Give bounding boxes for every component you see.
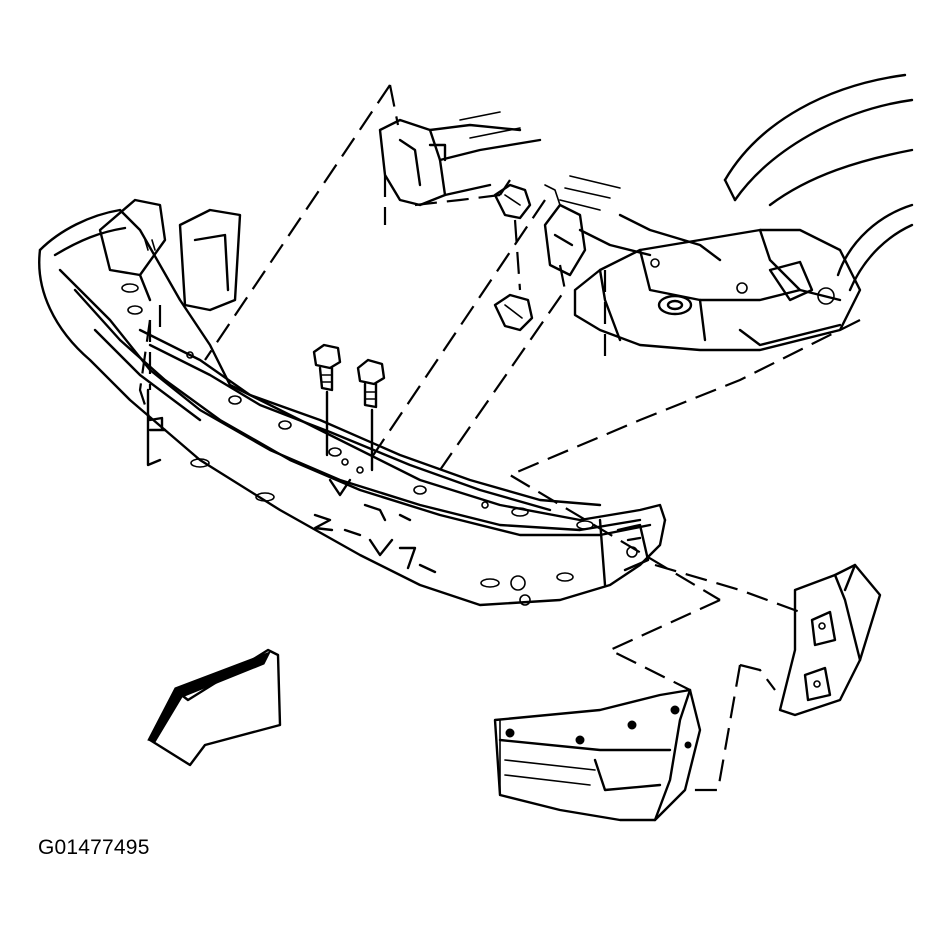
mounting-bracket-left — [98, 198, 242, 312]
frame-rail — [559, 175, 862, 352]
clip-nut-lower — [493, 293, 534, 332]
forward-direction-arrow — [147, 648, 282, 767]
wheel-arch — [723, 73, 914, 292]
bumper-fascia-end-cap — [778, 563, 882, 717]
bumper-corner-fascia — [493, 688, 702, 822]
mounting-bolt-left — [312, 343, 342, 457]
clip-nut-upper — [493, 183, 532, 220]
figure-id-label: G01477495 — [38, 836, 150, 859]
assembly-guide-lines — [138, 84, 861, 792]
mounting-bracket-middle — [543, 184, 587, 277]
mounting-bracket-upper — [378, 111, 542, 207]
bumper-impact-bar — [38, 208, 667, 607]
mounting-bolt-right — [356, 358, 386, 472]
